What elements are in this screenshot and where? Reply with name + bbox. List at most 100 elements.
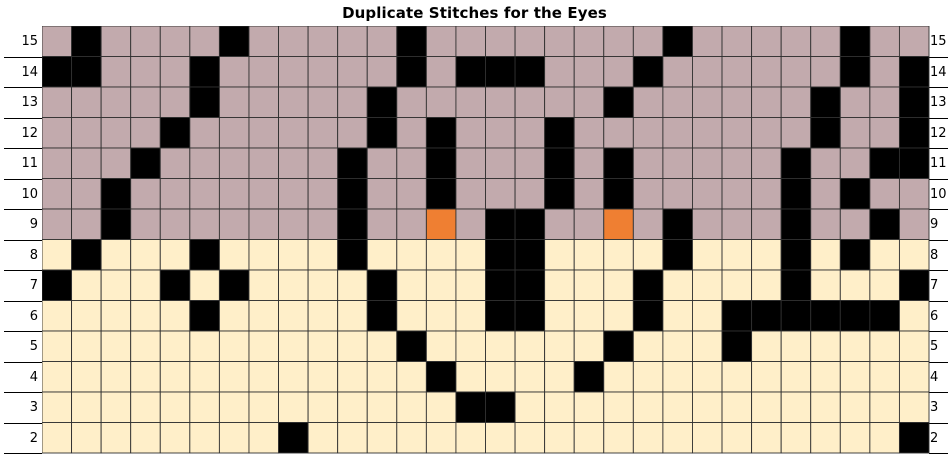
- grid-cell: [42, 26, 72, 57]
- grid-cell: [545, 240, 575, 271]
- grid-cell: [545, 87, 575, 118]
- grid-cell: [426, 240, 456, 271]
- grid-cell: [752, 57, 782, 88]
- grid-cell: [486, 179, 516, 210]
- grid-cell: [604, 331, 634, 362]
- grid-cell: [456, 118, 486, 149]
- row-label-right: 11: [930, 149, 948, 180]
- grid-cell: [811, 331, 841, 362]
- grid-cell: [219, 209, 249, 240]
- grid-cell: [870, 423, 900, 454]
- grid-cell: [722, 270, 752, 301]
- grid-cell: [101, 148, 131, 179]
- grid-cell: [604, 270, 634, 301]
- grid-cell: [840, 26, 870, 57]
- row-label-left: 12: [2, 119, 38, 150]
- grid-cell: [249, 179, 279, 210]
- grid-cell: [811, 148, 841, 179]
- grid-cell: [219, 179, 249, 210]
- grid-cell: [101, 392, 131, 423]
- grid-cell: [692, 209, 722, 240]
- grid-cell: [249, 209, 279, 240]
- grid-cell: [456, 270, 486, 301]
- grid-cell: [752, 118, 782, 149]
- grid-cell: [840, 179, 870, 210]
- grid-cell: [515, 423, 545, 454]
- grid-cell: [279, 301, 309, 332]
- grid-cell: [456, 240, 486, 271]
- grid-cell: [692, 148, 722, 179]
- grid-cell: [574, 301, 604, 332]
- grid-cell: [752, 209, 782, 240]
- grid-cell: [160, 301, 190, 332]
- row-label-right: 14: [930, 58, 948, 89]
- grid-cell: [101, 301, 131, 332]
- grid-cell: [781, 270, 811, 301]
- grid-cell: [190, 331, 220, 362]
- grid-cell: [604, 362, 634, 393]
- grid-cell: [899, 87, 929, 118]
- grid-cell: [781, 179, 811, 210]
- grid-cell: [42, 148, 72, 179]
- grid-cell: [545, 26, 575, 57]
- grid-cell: [515, 209, 545, 240]
- grid-cell: [840, 301, 870, 332]
- grid-cell: [160, 148, 190, 179]
- grid-cell: [338, 331, 368, 362]
- row-label-left: 14: [2, 58, 38, 89]
- grid-cell: [870, 57, 900, 88]
- grid-cell: [219, 148, 249, 179]
- grid-cell: [486, 87, 516, 118]
- grid-cell: [279, 240, 309, 271]
- grid-cell: [131, 209, 161, 240]
- grid-cell: [663, 392, 693, 423]
- grid-cell: [545, 209, 575, 240]
- grid-cell: [42, 209, 72, 240]
- grid-cell: [840, 118, 870, 149]
- grid-cell: [72, 87, 102, 118]
- grid-cell: [840, 87, 870, 118]
- grid-cell: [752, 331, 782, 362]
- grid-cell: [752, 270, 782, 301]
- grid-cell: [515, 301, 545, 332]
- grid-cell: [72, 301, 102, 332]
- grid-cell: [397, 392, 427, 423]
- grid-cell: [131, 57, 161, 88]
- grid-cell: [811, 423, 841, 454]
- grid-cell: [781, 423, 811, 454]
- grid-cell: [456, 209, 486, 240]
- grid-cell: [190, 209, 220, 240]
- grid-cell: [486, 148, 516, 179]
- grid-cell: [663, 26, 693, 57]
- grid-cell: [72, 148, 102, 179]
- grid-cell: [574, 270, 604, 301]
- grid-cell: [781, 331, 811, 362]
- grid-cell: [249, 87, 279, 118]
- grid-cell: [219, 423, 249, 454]
- grid-cell: [131, 118, 161, 149]
- grid-cell: [190, 148, 220, 179]
- grid-cell: [397, 301, 427, 332]
- grid-cell: [781, 57, 811, 88]
- grid-cell: [663, 240, 693, 271]
- grid-cell: [249, 57, 279, 88]
- grid-cell: [308, 148, 338, 179]
- grid-cell: [219, 87, 249, 118]
- grid-cell: [545, 392, 575, 423]
- grid-cell: [811, 57, 841, 88]
- grid-cell: [604, 392, 634, 423]
- grid-cell: [367, 392, 397, 423]
- grid-cell: [249, 423, 279, 454]
- grid-cell: [190, 270, 220, 301]
- grid-cell: [722, 26, 752, 57]
- grid-cell: [160, 26, 190, 57]
- grid-cell: [633, 392, 663, 423]
- grid-cell: [42, 301, 72, 332]
- grid-cell: [633, 423, 663, 454]
- grid-cell: [692, 301, 722, 332]
- grid-cell: [72, 209, 102, 240]
- grid-cell: [279, 331, 309, 362]
- grid-cell: [486, 57, 516, 88]
- grid-cell: [456, 331, 486, 362]
- grid-cell: [72, 179, 102, 210]
